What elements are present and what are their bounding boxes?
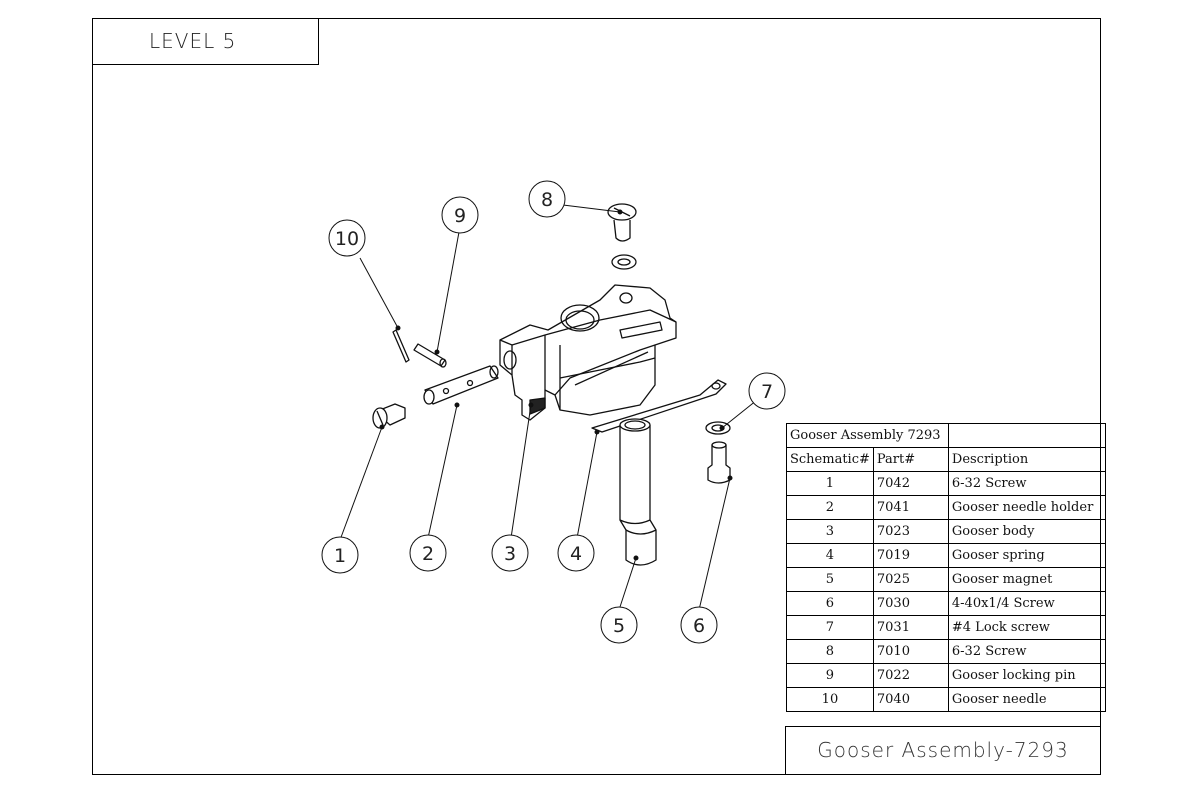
bom-cell-part: 7042 [872, 471, 949, 496]
bom-cell-description: Gooser magnet [947, 567, 1106, 592]
part-gooser-locking-pin [413, 343, 447, 368]
part-lock-screw [705, 421, 731, 435]
balloon-7 [748, 372, 786, 410]
bom-cell-schematic: 2 [786, 495, 874, 520]
bom-header-row: Schematic# Part# Description [786, 447, 1106, 472]
bom-cell-description: 6-32 Screw [947, 639, 1106, 664]
level-label: LEVEL 5 [92, 18, 319, 65]
bom-header-part: Part# [872, 447, 949, 472]
bom-cell-part: 7010 [872, 639, 949, 664]
balloon-8 [528, 180, 566, 218]
bom-cell-description: #4 Lock screw [947, 615, 1106, 640]
bom-header-description: Description [947, 447, 1106, 472]
bom-cell-description: Gooser locking pin [947, 663, 1106, 688]
bom-cell-part: 7030 [872, 591, 949, 616]
bom-title-row: Gooser Assembly 7293 [786, 423, 1106, 448]
bom-cell-part: 7025 [872, 567, 949, 592]
part-screw-6-32 [372, 403, 406, 429]
bom-cell-schematic: 6 [786, 591, 874, 616]
title-block: Gooser Assembly-7293 [785, 726, 1101, 775]
balloon-6 [680, 606, 718, 644]
balloon-label-3: 3 [504, 543, 516, 565]
drawing-frame [92, 18, 1101, 775]
bom-cell-schematic: 3 [786, 519, 874, 544]
balloon-4 [557, 534, 595, 572]
part-gooser-spring [591, 379, 727, 433]
balloon-label-8: 8 [541, 189, 553, 211]
balloon-1 [321, 536, 359, 574]
bom-header-schematic: Schematic# [786, 447, 874, 472]
bom-cell-part: 7040 [872, 687, 949, 712]
bom-cell-part: 7023 [872, 519, 949, 544]
balloon-2 [409, 534, 447, 572]
bom-cell-description: 4-40x1/4 Screw [947, 591, 1106, 616]
balloon-10 [328, 219, 366, 257]
bom-cell-part: 7019 [872, 543, 949, 568]
bom-title: Gooser Assembly 7293 [786, 423, 949, 448]
bom-cell-description: 6-32 Screw [947, 471, 1106, 496]
part-gooser-needle-holder [423, 365, 499, 405]
bill-of-materials-table: Gooser Assembly 7293 Schematic# Part# De… [786, 423, 1106, 712]
bom-cell-schematic: 4 [786, 543, 874, 568]
bom-cell-part: 7041 [872, 495, 949, 520]
balloon-label-10: 10 [335, 228, 359, 250]
balloon-label-4: 4 [570, 543, 582, 565]
bom-cell-part: 7022 [872, 663, 949, 688]
bom-cell-description: Gooser needle holder [947, 495, 1106, 520]
bom-cell-part: 7031 [872, 615, 949, 640]
balloon-9 [441, 196, 479, 234]
balloon-3 [491, 534, 529, 572]
part-gooser-body [499, 284, 677, 421]
balloon-label-6: 6 [693, 615, 705, 637]
part-screw-6-32-top [607, 203, 637, 270]
bom-cell-schematic: 10 [786, 687, 874, 712]
bom-cell-schematic: 7 [786, 615, 874, 640]
leader-lines [339, 204, 758, 611]
bom-cell-schematic: 8 [786, 639, 874, 664]
balloon-label-7: 7 [761, 381, 773, 403]
balloon-label-2: 2 [422, 543, 434, 565]
bom-cell-schematic: 5 [786, 567, 874, 592]
balloon-label-1: 1 [334, 545, 346, 567]
bom-title-empty-cell [947, 423, 1106, 448]
balloon-5 [600, 606, 638, 644]
bom-cell-schematic: 1 [786, 471, 874, 496]
bom-cell-description: Gooser body [947, 519, 1106, 544]
part-screw-4-40 [707, 441, 731, 484]
bom-cell-description: Gooser needle [947, 687, 1106, 712]
part-gooser-needle [392, 329, 410, 363]
balloon-label-9: 9 [454, 205, 466, 227]
part-gooser-magnet [619, 418, 657, 566]
bom-cell-schematic: 9 [786, 663, 874, 688]
bom-cell-description: Gooser spring [947, 543, 1106, 568]
balloon-label-5: 5 [613, 615, 625, 637]
